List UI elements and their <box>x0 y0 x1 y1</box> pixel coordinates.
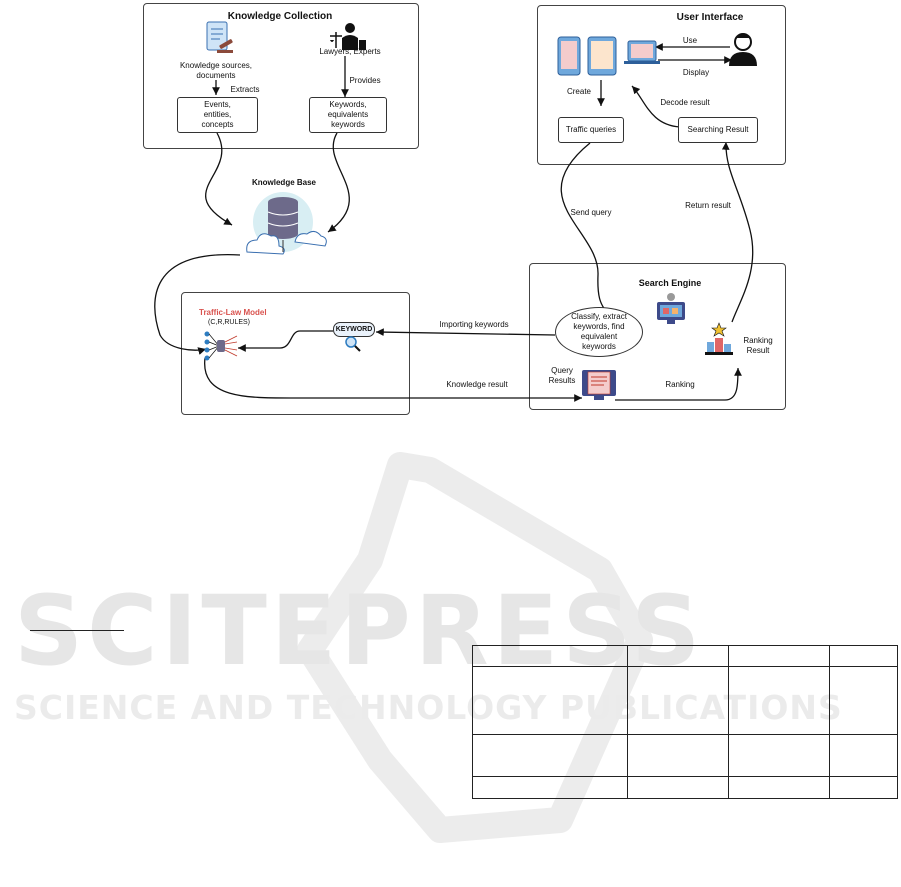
importing-keywords-label: Importing keywords <box>439 320 509 329</box>
knowledge-base-title: Knowledge Base <box>251 178 316 187</box>
events-box: Events, entities, concepts <box>177 97 258 133</box>
devices-icon <box>557 36 660 76</box>
database-cloud-icon <box>246 192 327 255</box>
user-interface-title: User Interface <box>676 12 744 23</box>
traffic-law-model-panel <box>181 292 410 415</box>
experts-label: Lawyers, Experts <box>319 47 381 56</box>
ranking-result-label: Ranking Result <box>743 336 773 355</box>
searching-result-box: Searching Result <box>678 117 758 143</box>
ranking-label: Ranking <box>665 380 695 389</box>
search-engine-icon <box>657 293 685 324</box>
query-results-icon <box>582 370 616 400</box>
create-label: Create <box>566 87 591 96</box>
knowledge-result-label: Knowledge result <box>446 380 508 389</box>
magnifier-icon <box>345 336 361 352</box>
lawyer-icon <box>330 23 366 50</box>
knowledge-collection-title: Knowledge Collection <box>227 11 333 22</box>
extracts-label: Extracts <box>230 85 260 94</box>
traffic-queries-box: Traffic queries <box>558 117 624 143</box>
send-query-label: Send query <box>570 208 612 217</box>
model-title: Traffic-Law Model <box>199 308 267 317</box>
table-outline <box>472 645 898 799</box>
display-label: Display <box>682 68 710 77</box>
model-subtitle: (C,R,RULES) <box>208 319 251 326</box>
user-icon <box>729 33 757 66</box>
footnote-rule <box>30 630 124 631</box>
decode-result-label: Decode result <box>660 98 710 107</box>
return-result-label: Return result <box>685 201 731 210</box>
keyword-badge-text: KEYWORD <box>335 326 373 333</box>
use-label: Use <box>682 36 698 45</box>
documents-icon <box>206 21 233 53</box>
provides-label: Provides <box>349 76 381 85</box>
query-results-label: Query Results <box>548 366 576 385</box>
keyword-badge: KEYWORD <box>333 322 375 337</box>
search-engine-title: Search Engine <box>638 278 702 288</box>
ranking-icon <box>705 322 733 355</box>
knowledge-sources-label: Knowledge sources, documents <box>179 61 253 80</box>
neural-network-icon <box>204 331 238 361</box>
classify-ellipse: Classify, extract keywords, find equival… <box>555 307 643 357</box>
keywords-box: Keywords, equivalents keywords <box>309 97 387 133</box>
